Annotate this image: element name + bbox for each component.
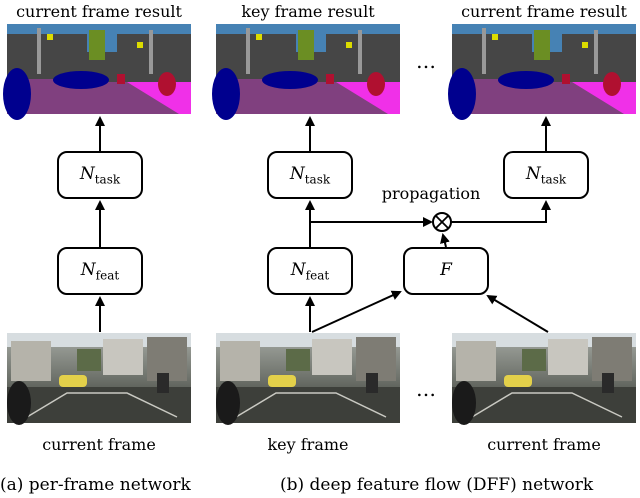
arrow-flow-propagation <box>440 233 450 248</box>
propagation-op-cross <box>435 215 449 229</box>
flow-node-label: F <box>440 260 452 280</box>
ellipsis-bottom: … <box>416 377 436 401</box>
feat-node-key-box <box>267 247 353 295</box>
photo-image-key <box>215 332 401 426</box>
panel-b-cur-top-label: current frame result <box>461 2 627 21</box>
task-node-a-label: Ntask <box>79 164 121 187</box>
feat-node-a-label: Nfeat <box>80 260 120 283</box>
feat-node-key-label: Nfeat <box>290 260 330 283</box>
arrow-cur-photo-flow <box>486 294 549 333</box>
panel-b-key-top-label: key frame result <box>241 2 375 21</box>
task-node-a-box <box>57 151 143 199</box>
photo-image-a <box>6 332 192 426</box>
arrow-key-photo-flow <box>311 290 402 333</box>
panel-b-cur-bottom-label: current frame <box>487 435 601 454</box>
task-node-cur-label: Ntask <box>525 164 567 187</box>
task-node-key-label: Ntask <box>289 164 331 187</box>
panel-b-caption: (b) deep feature flow (DFF) network <box>280 475 594 495</box>
arrow-propagation-task <box>451 200 551 223</box>
panel-a-caption: (a) per-frame network <box>0 475 191 495</box>
task-node-cur-box <box>503 151 589 199</box>
panel-a-bottom-label: current frame <box>42 435 156 454</box>
panel-b-key-bottom-label: key frame <box>267 435 349 454</box>
propagation-label: propagation <box>381 184 481 203</box>
photo-image-cur <box>451 332 637 426</box>
flow-node-box <box>403 247 489 295</box>
seg-image-key <box>212 24 400 120</box>
panel-a-top-label: current frame result <box>16 2 182 21</box>
seg-image-cur <box>448 24 636 120</box>
feat-node-a-box <box>57 247 143 295</box>
task-node-key-box <box>267 151 353 199</box>
ellipsis-top: … <box>416 49 436 73</box>
seg-image-a <box>3 24 191 120</box>
